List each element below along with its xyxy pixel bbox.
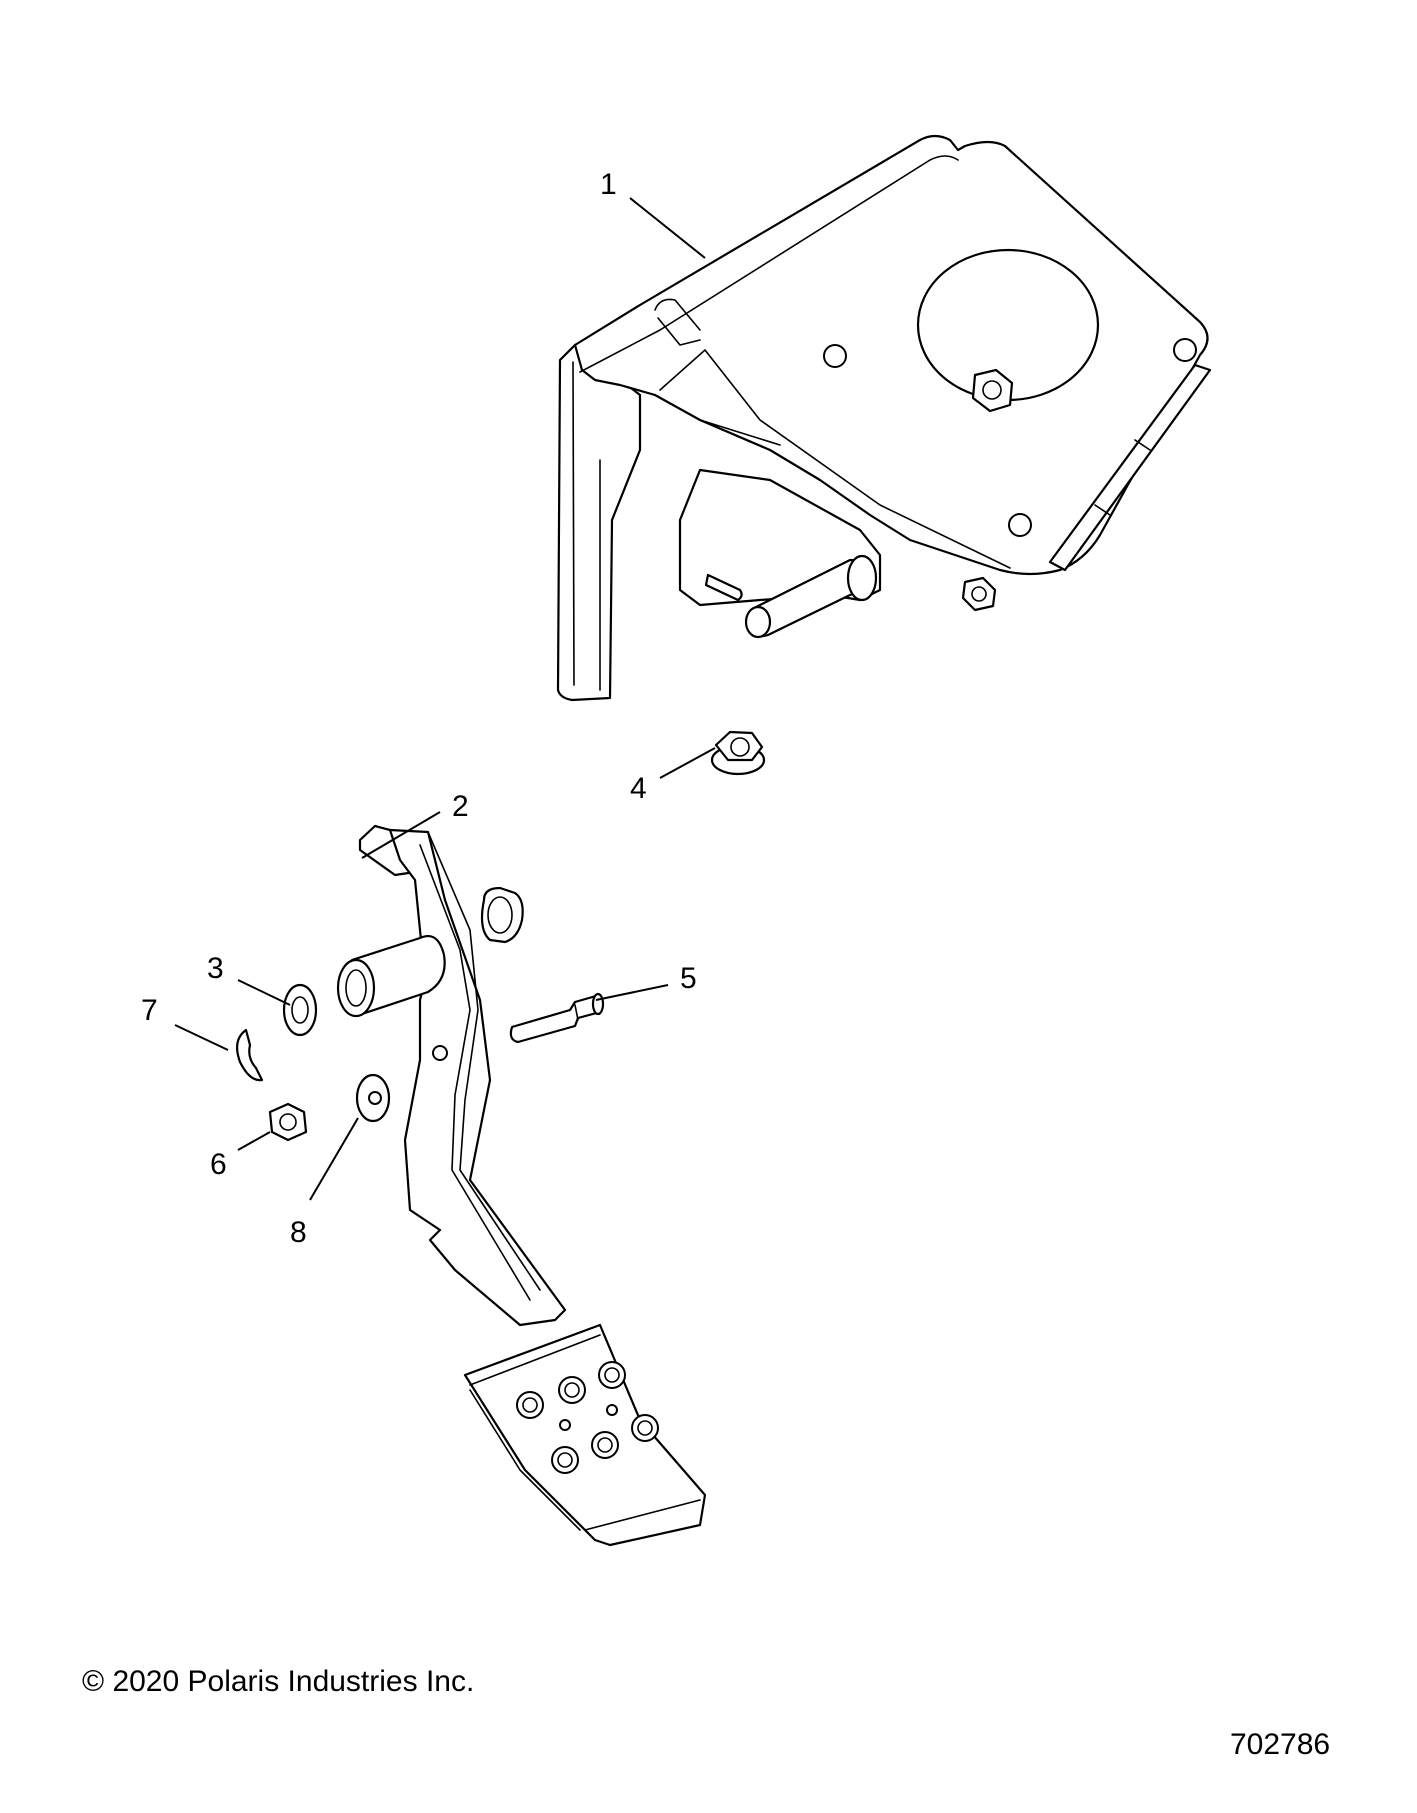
callout-2: 2 xyxy=(452,790,469,823)
pin-5 xyxy=(509,992,605,1044)
spacer-3 xyxy=(282,983,318,1037)
e-clip-7 xyxy=(235,1028,264,1082)
bushing xyxy=(480,886,524,944)
callout-1: 1 xyxy=(600,168,617,201)
callout-6: 6 xyxy=(210,1148,227,1181)
flange-nut-4 xyxy=(710,730,766,776)
leader-lines xyxy=(174,197,716,1201)
pedal-pad-studs xyxy=(516,1361,659,1474)
nut-6 xyxy=(268,1102,308,1142)
callout-8: 8 xyxy=(290,1216,307,1249)
pedal-bracket xyxy=(556,134,1212,702)
callout-7: 7 xyxy=(141,994,158,1027)
pedal-arm xyxy=(336,824,707,1547)
drawing-number: 702786 xyxy=(1230,1728,1331,1761)
callout-4: 4 xyxy=(630,772,647,805)
callout-numbers: 1 2 3 4 5 6 7 8 xyxy=(141,168,697,1249)
copyright-notice: © 2020 Polaris Industries Inc. xyxy=(82,1665,475,1698)
washer-8 xyxy=(355,1073,391,1123)
callout-3: 3 xyxy=(207,952,224,985)
callout-5: 5 xyxy=(680,962,697,995)
